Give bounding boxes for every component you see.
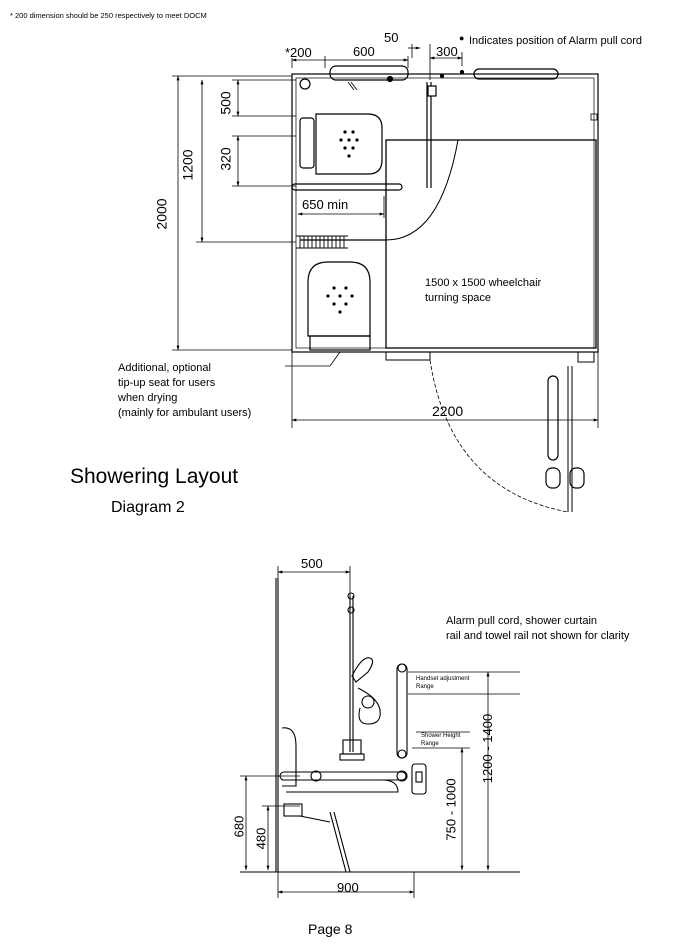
- horizontal-grab-rail: [291, 183, 403, 191]
- shower-range-2: Range: [421, 741, 439, 747]
- vertical-grab-rail: [396, 663, 408, 759]
- dim-2200: 2200: [432, 403, 464, 419]
- shower-handset: [351, 657, 381, 725]
- optional-seat-line-1: Additional, optional: [118, 362, 211, 374]
- page-number: Page 8: [308, 921, 353, 937]
- dim-300: 300: [436, 44, 458, 59]
- diagram-subtitle: Diagram 2: [111, 499, 185, 516]
- elev-dim-1200-1400: 1200 - 1400: [480, 713, 496, 784]
- dim-600: 600: [353, 44, 375, 59]
- diagram-title: Showering Layout: [70, 465, 239, 488]
- plan-view: [172, 44, 599, 513]
- dim-star200: *200: [285, 45, 312, 60]
- dim-50: 50: [384, 30, 399, 45]
- shower-seat: [299, 113, 383, 175]
- alarm-legend-dot-icon: ●: [459, 33, 465, 43]
- door: [385, 352, 595, 513]
- dim-2000: 2000: [153, 198, 170, 230]
- alarm-legend: Indicates position of Alarm pull cord: [469, 35, 643, 47]
- elev-dim-480: 480: [253, 827, 269, 850]
- dim-1200: 1200: [179, 149, 196, 181]
- door-grab-rail: [547, 375, 559, 461]
- optional-seat-line-3: when drying: [118, 392, 178, 404]
- wall-control: [411, 763, 427, 795]
- elevation-shower-seat: [281, 727, 399, 873]
- optional-tip-up-seat: [307, 261, 371, 351]
- dim-650-min: 650 min: [302, 197, 349, 212]
- wash-basin: [329, 65, 409, 81]
- optional-seat-line-4: (mainly for ambulant users): [118, 407, 252, 419]
- elevation-note-2: rail and towel rail not shown for clarit…: [446, 630, 630, 642]
- top-grab-rail: [473, 68, 559, 80]
- elev-dim-680: 680: [231, 815, 247, 838]
- dim-320: 320: [217, 147, 234, 171]
- towel-rail-coil: [296, 235, 348, 249]
- turning-space-label-2: turning space: [425, 292, 492, 304]
- turning-space: [385, 139, 597, 349]
- optional-seat-line-2: tip-up seat for users: [118, 377, 216, 389]
- header-note: * 200 dimension should be 250 respective…: [10, 11, 207, 20]
- dim-500: 500: [217, 91, 234, 115]
- elev-dim-900: 900: [337, 880, 359, 895]
- elevation-note-1: Alarm pull cord, shower curtain: [446, 615, 598, 627]
- handset-range-2: Range: [416, 684, 434, 690]
- handset-range-1: Handset adjustment: [416, 676, 470, 682]
- turning-space-label-1: 1500 x 1500 wheelchair: [425, 277, 542, 289]
- elev-dim-500: 500: [301, 556, 323, 571]
- shower-range-1: Shower Height: [421, 733, 461, 739]
- elev-dim-750-1000: 750 - 1000: [443, 778, 459, 841]
- room-outline: [291, 73, 599, 353]
- elevation-view: [240, 566, 520, 898]
